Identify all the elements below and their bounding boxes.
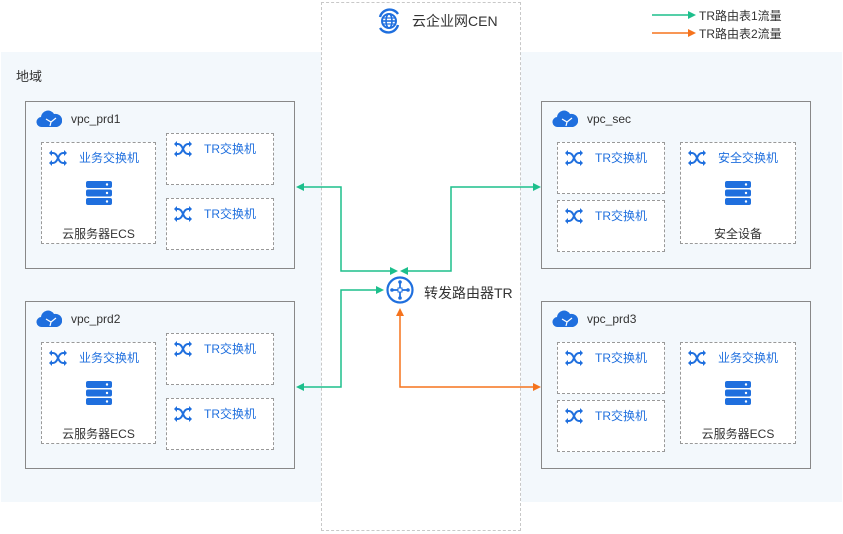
tr-switch-box[interactable]: TR交换机 — [166, 198, 274, 250]
switch-label: TR交换机 — [595, 409, 647, 423]
ecs-caption: 云服务器ECS — [62, 427, 135, 441]
switch-icon — [174, 340, 192, 357]
switch-label: TR交换机 — [204, 207, 256, 221]
switch-label: TR交换机 — [204, 142, 256, 156]
business-switch-box[interactable]: 业务交换机 云服务器ECS — [680, 342, 796, 444]
business-switch-box[interactable]: 业务交换机 云服务器ECS — [41, 342, 156, 444]
switch: TR交换机 — [565, 407, 647, 424]
vpc-prd3[interactable]: vpc_prd3 TR交换机 TR交换机 业务交换机 云服务器ECS — [541, 301, 811, 469]
globe-icon — [378, 8, 400, 34]
switch: TR交换机 — [174, 340, 256, 357]
switch: 业务交换机 — [49, 349, 139, 366]
switch-label: TR交换机 — [595, 351, 647, 365]
vpc-name: vpc_sec — [587, 112, 632, 126]
switch: 业务交换机 — [688, 349, 778, 366]
security-device-caption: 安全设备 — [713, 227, 762, 241]
cloud-icon — [36, 310, 62, 328]
vpc-name: vpc_prd2 — [71, 312, 121, 326]
switch: TR交换机 — [174, 405, 256, 422]
vpc-sec[interactable]: vpc_sec TR交换机 TR交换机 安全交换机 安全设备 — [541, 101, 811, 269]
server-icon — [725, 381, 751, 405]
legend-label-route2: TR路由表2流量 — [699, 26, 782, 41]
server-icon — [85, 381, 112, 405]
switch: TR交换机 — [174, 205, 256, 222]
legend-label-route1: TR路由表1流量 — [699, 8, 782, 23]
switch: 业务交换机 — [49, 149, 139, 166]
switch: TR交换机 — [565, 207, 647, 224]
cen-container — [321, 2, 521, 531]
switch: TR交换机 — [174, 140, 256, 157]
legend-item-route1: TR路由表1流量 — [652, 6, 782, 24]
tr-switch-box[interactable]: TR交换机 — [557, 400, 665, 452]
route1-line-prd2 — [296, 286, 384, 391]
tr-switch-box[interactable]: TR交换机 — [166, 333, 274, 385]
switch-icon — [688, 349, 706, 366]
vpc-name: vpc_prd3 — [587, 312, 637, 326]
vpc-header: vpc_prd1 — [36, 110, 120, 128]
tr-switch-box[interactable]: TR交换机 — [557, 342, 665, 394]
switch-icon — [174, 140, 192, 157]
vpc-prd2[interactable]: vpc_prd2 业务交换机 云服务器ECS TR交换机 TR交换机 — [25, 301, 295, 469]
switch-label: TR交换机 — [595, 209, 647, 223]
switch-label: 业务交换机 — [79, 351, 140, 365]
vpc-header: vpc_prd2 — [36, 310, 120, 328]
switch-label: TR交换机 — [595, 151, 647, 165]
server-icon — [85, 181, 112, 205]
switch-icon — [565, 349, 583, 366]
business-switch-box[interactable]: 业务交换机 云服务器ECS — [41, 142, 156, 244]
legend-arrow-route2-icon — [652, 29, 696, 37]
legend: TR路由表1流量 TR路由表2流量 — [652, 6, 782, 42]
switch-icon — [49, 149, 67, 166]
switch-icon — [688, 149, 706, 166]
cloud-icon — [552, 110, 578, 128]
switch-label: 业务交换机 — [79, 151, 140, 165]
route2-line-prd3 — [396, 308, 541, 391]
switch: TR交换机 — [565, 149, 647, 166]
cen-title: 云企业网CEN — [376, 8, 498, 34]
route1-line-sec — [400, 183, 541, 275]
switch-icon — [174, 405, 192, 422]
ecs-caption: 云服务器ECS — [701, 427, 775, 441]
region-label: 地域 — [16, 69, 43, 84]
vpc-header: vpc_sec — [552, 110, 631, 128]
legend-arrow-route1-icon — [652, 11, 696, 19]
security-switch-box[interactable]: 安全交换机 安全设备 — [680, 142, 796, 244]
switch-icon — [565, 207, 583, 224]
tr-switch-box[interactable]: TR交换机 — [166, 133, 274, 185]
cloud-icon — [552, 310, 578, 328]
tr-switch-box[interactable]: TR交换机 — [557, 200, 665, 252]
switch-label: TR交换机 — [204, 342, 256, 356]
route1-line-prd1 — [296, 183, 398, 275]
switch-label: 业务交换机 — [718, 351, 779, 365]
cen-title-text: 云企业网CEN — [412, 13, 498, 29]
vpc-header: vpc_prd3 — [552, 310, 636, 328]
switch-label: 安全交换机 — [718, 151, 779, 165]
switch-icon — [565, 149, 583, 166]
vpc-prd1[interactable]: vpc_prd1 业务交换机 云服务器ECS TR交换机 TR交换机 — [25, 101, 295, 269]
router-icon — [386, 276, 414, 304]
switch-icon — [49, 349, 67, 366]
legend-item-route2: TR路由表2流量 — [652, 24, 782, 42]
tr-switch-box[interactable]: TR交换机 — [557, 142, 665, 194]
cloud-icon — [36, 110, 62, 128]
ecs-caption: 云服务器ECS — [62, 227, 135, 241]
switch: 安全交换机 — [688, 149, 778, 166]
switch-label: TR交换机 — [204, 407, 256, 421]
switch-icon — [174, 205, 192, 222]
switch-icon — [565, 407, 583, 424]
server-icon — [725, 181, 751, 205]
tr-switch-box[interactable]: TR交换机 — [166, 398, 274, 450]
vpc-name: vpc_prd1 — [71, 112, 121, 126]
router-label: 转发路由器TR — [424, 285, 513, 301]
switch: TR交换机 — [565, 349, 647, 366]
